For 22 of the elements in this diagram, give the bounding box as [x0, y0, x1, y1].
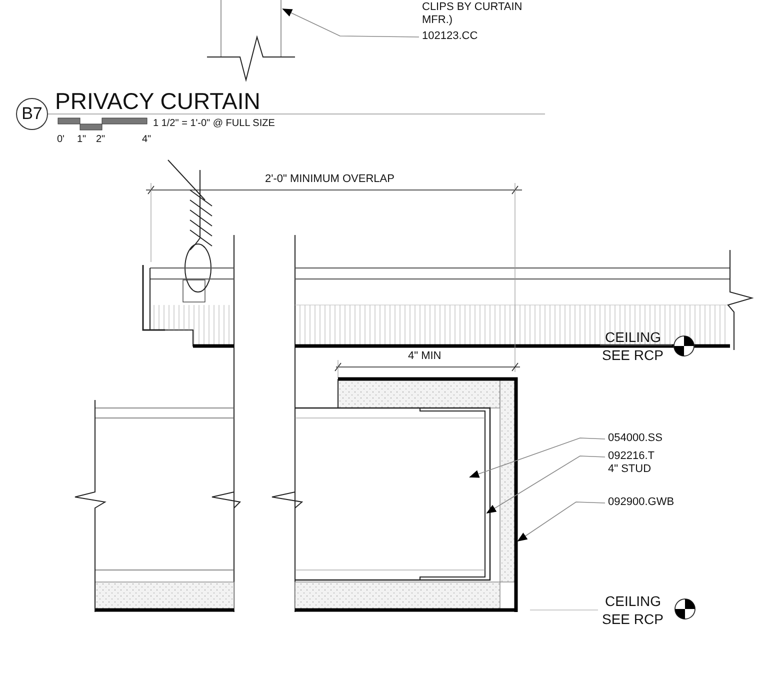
dimension-text: 4" MIN	[408, 350, 442, 363]
level-text: SEE RCP	[602, 611, 664, 627]
note-text: CLIPS BY CURTAIN MFR.)	[422, 1, 524, 27]
leader-line	[517, 502, 606, 542]
leader-line	[486, 456, 606, 514]
callout-text: 092216.T 4" STUD	[608, 450, 666, 476]
leader-line	[469, 438, 606, 478]
level-text: SEE RCP	[602, 347, 664, 363]
callout-text: 102123.CC	[422, 30, 478, 43]
leader-line	[282, 8, 420, 38]
callout-text: 092900.GWB	[608, 496, 674, 509]
scale-tick-label: 2"	[96, 133, 106, 146]
scale-text: 1 1/2" = 1'-0" @ FULL SIZE	[153, 117, 275, 130]
level-text: CEILING	[605, 593, 662, 609]
scale-tick-label: 1"	[77, 133, 86, 146]
scale-tick-label: 0'	[57, 133, 64, 146]
dimension-text: 2'-0" MINIMUM OVERLAP	[265, 173, 394, 186]
detail-tag: B7	[16, 98, 48, 130]
callout-text: 054000.SS	[608, 432, 662, 445]
drawing-title: PRIVACY CURTAIN	[55, 88, 260, 114]
level-text: CEILING	[605, 329, 662, 345]
scale-tick-label: 4"	[142, 133, 152, 146]
